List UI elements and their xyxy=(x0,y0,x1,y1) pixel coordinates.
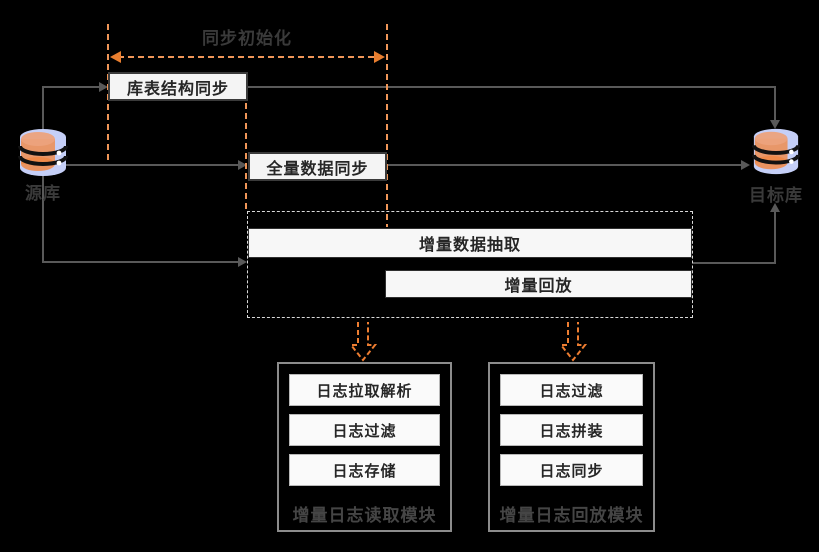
arrowhead-into-container xyxy=(238,257,247,267)
span-arrowhead-left xyxy=(110,51,121,63)
source-db-label: 源库 xyxy=(25,183,61,203)
init-phase-label: 同步初始化 xyxy=(202,28,292,48)
log-read-step-2: 日志过滤 xyxy=(289,414,440,446)
log-replay-step-2: 日志拼装 xyxy=(500,414,643,446)
block-arrow-to-read-module xyxy=(348,322,378,362)
block-arrow-to-replay-module xyxy=(558,322,588,362)
log-replay-module: 日志过滤 日志拼装 日志同步 增量日志回放模块 xyxy=(488,362,655,532)
line-container-to-target xyxy=(693,212,776,264)
log-read-step-1: 日志拉取解析 xyxy=(289,374,440,406)
log-replay-module-title: 增量日志回放模块 xyxy=(499,505,644,525)
incremental-group-container xyxy=(247,211,693,318)
schema-sync-box: 库表结构同步 xyxy=(108,72,248,101)
incr-extract-box: 增量数据抽取 xyxy=(248,228,692,258)
log-read-module-title: 增量日志读取模块 xyxy=(292,505,437,525)
source-database-icon xyxy=(18,129,68,176)
arrowhead-into-schema xyxy=(99,82,108,92)
target-db-label: 目标库 xyxy=(749,185,803,205)
log-read-module: 日志拉取解析 日志过滤 日志存储 增量日志读取模块 xyxy=(277,362,452,532)
full-sync-box: 全量数据同步 xyxy=(248,152,387,181)
target-database-icon xyxy=(751,128,801,175)
span-arrowhead-right xyxy=(374,51,385,63)
arrowhead-into-fullsync xyxy=(238,160,247,170)
log-replay-step-3: 日志同步 xyxy=(500,454,643,486)
log-read-step-3: 日志存储 xyxy=(289,454,440,486)
log-replay-step-1: 日志过滤 xyxy=(500,374,643,406)
line-schema-to-target xyxy=(248,86,776,120)
incr-replay-box: 增量回放 xyxy=(385,270,692,298)
